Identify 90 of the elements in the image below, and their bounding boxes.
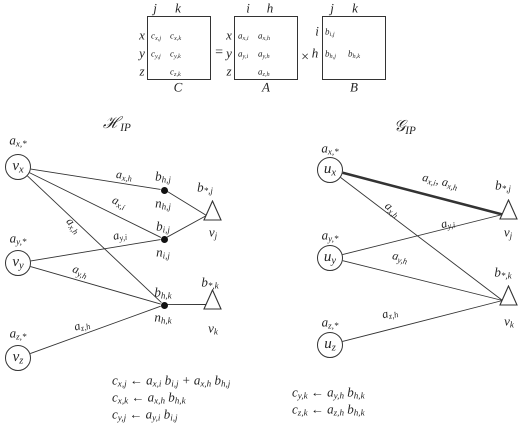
connector-line: [29, 172, 162, 238]
vertex-label: z: [139, 64, 145, 78]
graph-title: ℋ$_{IP}$: [103, 116, 131, 134]
matrix-entry: a$_{z,h}$: [258, 68, 270, 78]
triangle-vertex: [202, 288, 222, 310]
vertex-label: y: [139, 46, 145, 60]
vertex-label: a$_{y,*}$: [322, 228, 338, 244]
vertex-label: b$_{*,k}$: [201, 275, 219, 291]
vertex-label: b$_{h,k}$: [154, 285, 172, 301]
vertex-label: k: [175, 2, 181, 14]
vertex-label: b$_{*,j}$: [197, 180, 213, 196]
edge-label: a$_{x,h}$: [115, 168, 133, 184]
triangle-vertex: [498, 198, 518, 220]
connector-line: [30, 306, 162, 354]
matrix-entry: c$_{x,j}$: [151, 32, 162, 42]
vertex-label: x: [139, 28, 145, 42]
connector-line: [30, 168, 161, 190]
connector-line: [340, 177, 503, 301]
connector-line: [342, 172, 503, 216]
vertex-label: b$_{*,k}$: [494, 265, 512, 281]
vertex-label: a$_{x,*}$: [9, 133, 27, 149]
vertex-label: B: [350, 80, 358, 94]
matrix-box: [234, 16, 298, 80]
update-equation: c$_{y,k}$ ← a$_{y,h}$ b$_{h,k}$: [292, 385, 365, 401]
graph-title: 𝒢$_{IP}$: [394, 119, 416, 137]
matrix-entry: a$_{y,h}$: [258, 50, 270, 60]
matrix-entry: c$_{z,k}$: [170, 68, 181, 78]
matrix-entry: b$_{h,k}$: [348, 50, 360, 60]
matrix-entry: a$_{y,i}$: [238, 50, 248, 60]
operator-sign: ×: [300, 51, 310, 65]
vertex-circle: u$_{z}$: [317, 332, 343, 358]
vertex-circle: u$_{x}$: [317, 157, 343, 183]
matrix-entry: b$_{i,j}$: [325, 28, 335, 38]
vertex-label: a$_{y,*}$: [10, 231, 26, 247]
update-equation: c$_{y,j}$ ← a$_{y,i}$ b$_{i,j}$: [112, 407, 178, 423]
matrix-entry: c$_{y,k}$: [170, 50, 181, 60]
vertex-label: b$_{h,j}$: [155, 169, 171, 185]
vertex-circle: v$_{y}$: [5, 250, 31, 276]
vertex-label: b$_{*,j}$: [495, 178, 511, 194]
vertex-label: j: [153, 2, 157, 14]
vertex-label: n$_{i,j}$: [156, 245, 170, 261]
update-equation: c$_{x,j}$ ← a$_{x,i}$ b$_{i,j}$ + a$_{x,h}$ b$_{h,j}$: [112, 373, 230, 389]
vertex-circle: u$_{y}$: [317, 245, 343, 271]
junction-dot: [160, 236, 168, 242]
vertex-label: v$_{j}$: [208, 225, 218, 241]
vertex-label: h: [312, 46, 318, 60]
triangle-vertex: [498, 284, 518, 306]
vertex-label: i: [246, 2, 250, 14]
update-equation: c$_{z,k}$ ← a$_{z,h}$ b$_{h,k}$: [292, 402, 365, 418]
connector-line: [166, 190, 207, 216]
vertex-label: v$_{j}$: [504, 225, 512, 241]
matrix-entry: a$_{x,i}$: [238, 32, 249, 42]
vertex-label: k: [352, 2, 358, 14]
update-equation: c$_{x,k}$ ← a$_{x,h}$ b$_{h,k}$: [112, 390, 186, 406]
vertex-label: i: [315, 24, 319, 38]
vertex-label: A: [262, 80, 270, 94]
triangle-vertex: [202, 200, 222, 220]
connector-line: [27, 175, 162, 304]
matrix-entry: a$_{x,h}$: [258, 32, 270, 42]
operator-sign: =: [214, 46, 224, 60]
vertex-label: y: [226, 46, 232, 60]
vertex-label: v$_{k}$: [208, 321, 218, 337]
edge-label: a$_{x,i}$, a$_{x,h}$: [420, 170, 460, 194]
vertex-label: j: [330, 2, 334, 14]
vertex-label: n$_{h,j}$: [155, 196, 171, 212]
connector-line: [342, 260, 503, 301]
vertex-label: z: [226, 64, 232, 78]
junction-dot: [160, 186, 168, 194]
vertex-label: a$_{x,*}$: [321, 141, 339, 157]
vertex-circle: v$_{z}$: [5, 345, 31, 371]
vertex-label: a$_{z,*}$: [322, 315, 338, 331]
matrix-box: [147, 16, 211, 80]
vertex-label: n$_{h,k}$: [154, 310, 172, 326]
edge-label: a$_{y,h}$: [390, 249, 410, 267]
connector-line: [30, 239, 161, 262]
vertex-circle: v$_{x}$: [5, 154, 31, 180]
vertex-label: h: [266, 2, 274, 14]
matrix-box: [322, 16, 386, 80]
vertex-label: a$_{z,*}$: [10, 326, 26, 342]
connector-line: [167, 304, 207, 306]
matrix-entry: c$_{y,j}$: [151, 50, 161, 60]
matrix-entry: c$_{x,k}$: [170, 32, 182, 42]
matrix-entry: b$_{h,j}$: [325, 50, 336, 60]
junction-dot: [160, 302, 168, 308]
vertex-label: C: [174, 80, 182, 94]
vertex-label: x: [226, 28, 232, 42]
edge-label: a$_{y,i}$: [112, 228, 128, 244]
vertex-label: v$_{k}$: [504, 314, 514, 330]
connector-line: [30, 266, 162, 304]
vertex-label: b$_{i,j}$: [156, 219, 170, 235]
